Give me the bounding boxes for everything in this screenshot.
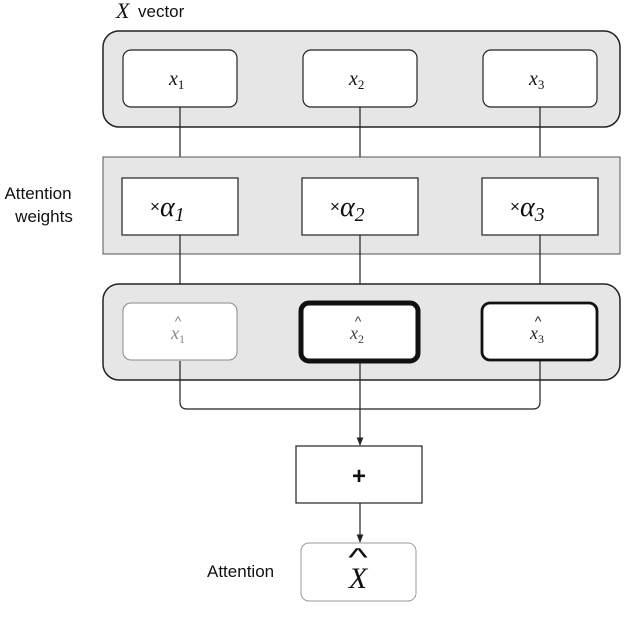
weight-label-3: ×α3 <box>510 192 545 226</box>
hat-accent-2: ^ <box>355 313 362 329</box>
sum-box <box>295 445 423 504</box>
plus-icon: + <box>352 463 366 490</box>
weight-box-2 <box>301 177 419 236</box>
svg-text:x1: x1 <box>170 323 185 346</box>
input-label-1: x1 <box>168 68 184 92</box>
weighted-label-2: ^ x2 <box>349 313 364 346</box>
attention-output-label: Attention <box>207 562 274 581</box>
weight-label-1: ×α1 <box>150 192 185 226</box>
input-label-2: x2 <box>348 68 364 92</box>
weight-box-3 <box>481 177 599 236</box>
input-label-3: x3 <box>528 68 544 92</box>
vector-symbol: X <box>115 0 131 23</box>
weighted-label-1: ^ x1 <box>170 313 185 346</box>
weighted-label-3: ^ x3 <box>529 313 544 346</box>
output-hat-accent: ^ <box>348 544 368 572</box>
output-symbol: X <box>348 562 369 595</box>
attention-weights-label-line2: weights <box>14 207 73 226</box>
weight-box-1 <box>121 177 239 236</box>
hat-accent-3: ^ <box>535 313 542 329</box>
weighted-box-3 <box>480 301 599 362</box>
vector-label: vector <box>138 2 185 21</box>
hat-accent-1: ^ <box>175 313 182 329</box>
output-box <box>300 542 417 602</box>
svg-text:x2: x2 <box>349 323 364 346</box>
attention-weights-label-line1: Attention <box>4 184 71 203</box>
weight-label-2: ×α2 <box>330 192 365 226</box>
svg-text:x3: x3 <box>529 323 544 346</box>
weighted-box-1 <box>122 302 238 361</box>
